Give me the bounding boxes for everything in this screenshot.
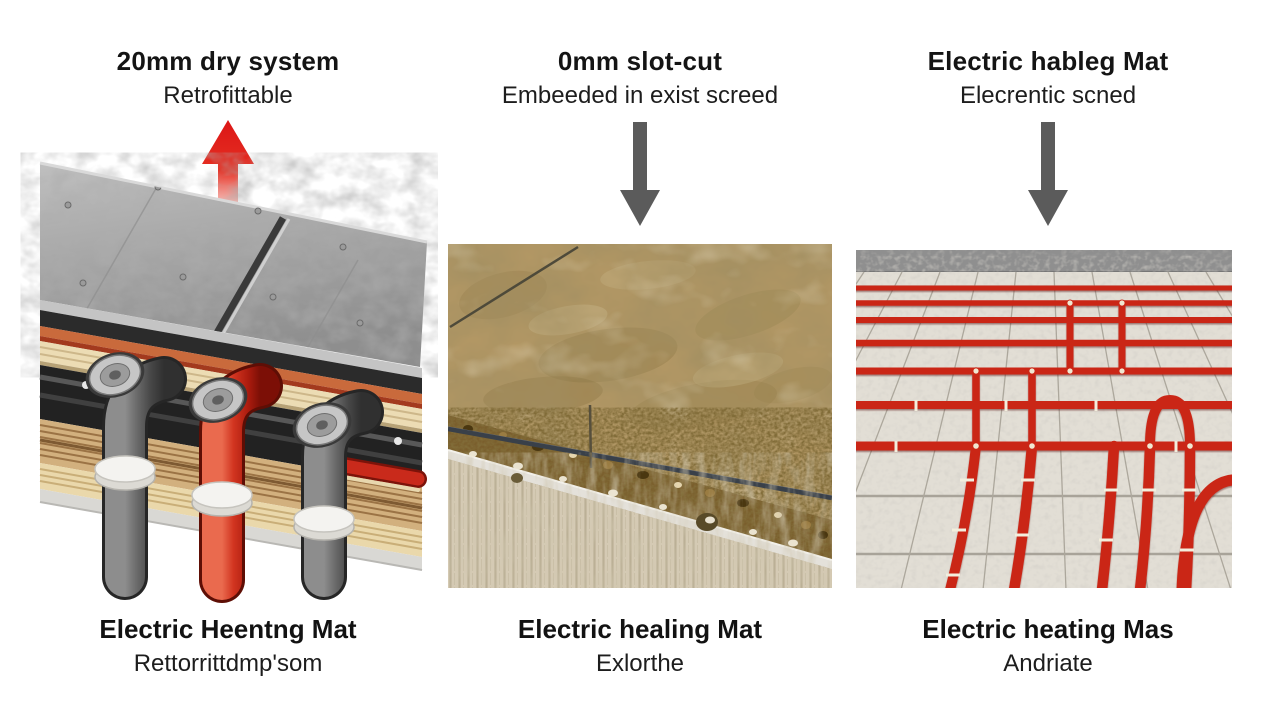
dry-system-illustration [39, 161, 428, 603]
pipe-collars [94, 455, 355, 541]
level-pin [588, 404, 593, 469]
panel-subtitle: Retrofittable [163, 82, 293, 109]
panel-title: Electric hableg Mat [927, 46, 1169, 76]
caption-title: Electric Heentng Mat [99, 614, 357, 644]
panel-title: 0mm slot-cut [557, 46, 723, 76]
panel-subtitle: Elecrentic scned [959, 82, 1137, 109]
caption-title: Electric healing Mat [517, 614, 763, 644]
panel-header: 20mm dry system Retrofittable [0, 46, 456, 110]
heating-cable [448, 426, 832, 501]
caption-subtitle: Exlorthe [595, 650, 685, 677]
heating-cable-runs [856, 285, 1232, 588]
caption-title: Electric heating Mas [922, 614, 1174, 644]
cable-ties [894, 400, 1196, 577]
gravel-layer [448, 404, 832, 560]
panel-caption: Electric heating Mas Andriate [848, 614, 1248, 678]
panel-electric-mat: Electric hableg Mat Elecrentic scned [848, 0, 1248, 720]
cement-board-surface [39, 161, 428, 367]
panel-slot-cut: 0mm slot-cut Embeeded in exist screed [440, 0, 840, 720]
slot-cut-illustration [448, 244, 832, 588]
panel-caption: Electric Heentng Mat Rettorrittdmp'som [0, 614, 456, 678]
down-arrow-icon [1028, 122, 1068, 226]
caption-subtitle: Andriate [1003, 650, 1093, 677]
panel-dry-system: 20mm dry system Retrofittable [0, 0, 456, 720]
panel-subtitle: Embeeded in exist screed [501, 82, 779, 109]
electric-mat-illustration [856, 250, 1232, 588]
panel-header: 0mm slot-cut Embeeded in exist screed [440, 46, 840, 110]
expansion-joint-line [449, 245, 579, 329]
panel-caption: Electric healing Mat Exlorthe [440, 614, 840, 678]
caption-subtitle: Rettorrittdmp'som [133, 650, 323, 677]
concrete-slab [448, 449, 832, 588]
up-arrow-icon [202, 120, 254, 232]
screed-surface [448, 244, 832, 520]
panel-title: 20mm dry system [116, 46, 340, 76]
spreader-fittings [82, 352, 402, 448]
down-arrow-icon [620, 122, 660, 226]
panel-header: Electric hableg Mat Elecrentic scned [848, 46, 1248, 110]
cable-junction-points [973, 300, 1193, 449]
